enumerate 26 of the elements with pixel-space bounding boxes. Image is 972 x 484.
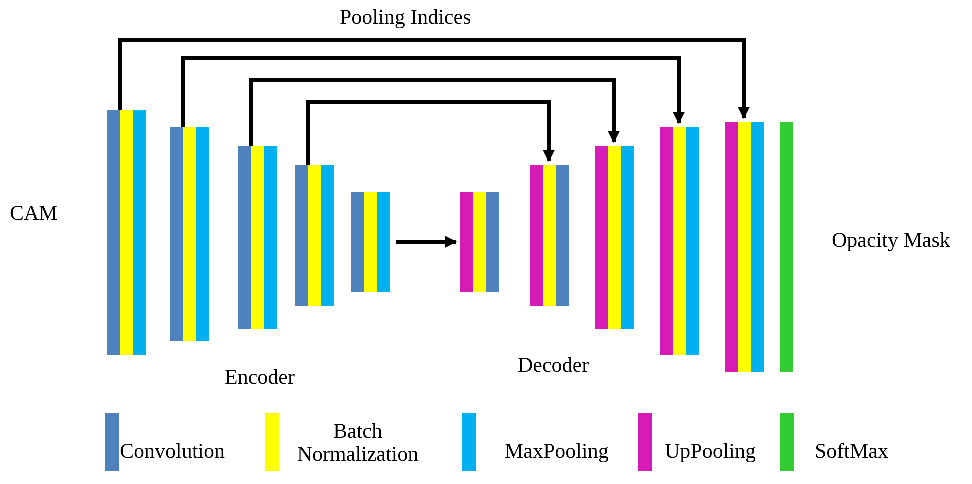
legend-label: Batch Normalization bbox=[296, 420, 420, 466]
softmax-bar bbox=[780, 122, 793, 372]
legend-label: UpPooling bbox=[665, 440, 756, 464]
legend-label: SoftMax bbox=[815, 440, 888, 464]
arrow bbox=[396, 236, 458, 248]
layer-block bbox=[170, 127, 209, 341]
output-label: Opacity Mask bbox=[832, 229, 950, 252]
layer-block bbox=[238, 146, 277, 329]
arrow bbox=[181, 56, 685, 127]
arrow bbox=[249, 78, 620, 146]
layer-block bbox=[351, 192, 390, 292]
group-title: Pooling Indices bbox=[340, 6, 472, 30]
layer-block bbox=[460, 192, 499, 292]
layer-block bbox=[595, 146, 634, 329]
layer-block bbox=[725, 122, 764, 372]
legend-label: MaxPooling bbox=[505, 440, 609, 464]
layer-block bbox=[107, 110, 146, 355]
legend-label: Convolution bbox=[120, 440, 226, 464]
section-label: Encoder bbox=[225, 366, 295, 390]
layer-block bbox=[530, 165, 569, 306]
section-label: Decoder bbox=[518, 354, 590, 378]
arrow bbox=[118, 38, 750, 120]
layer-block bbox=[660, 127, 699, 355]
input-label: CAM bbox=[10, 202, 58, 226]
arrow bbox=[306, 100, 555, 165]
layer-block bbox=[295, 165, 334, 306]
